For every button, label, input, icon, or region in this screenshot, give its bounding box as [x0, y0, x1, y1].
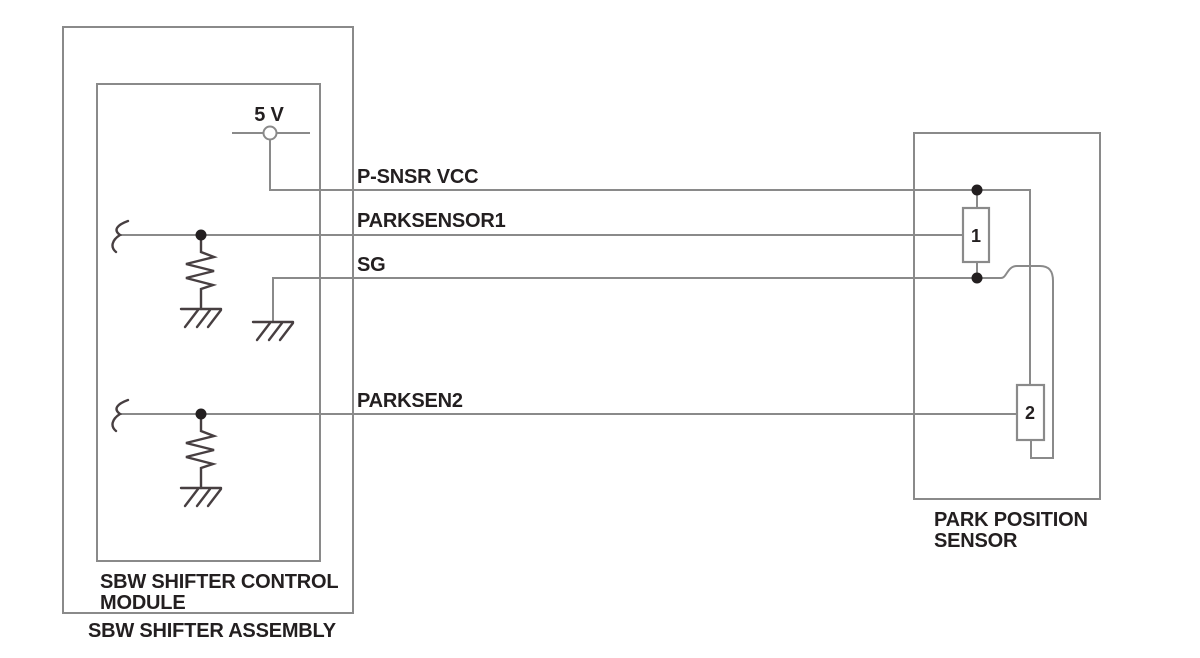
sensor-label-line1: PARK POSITION [934, 509, 1088, 531]
ground-icon [251, 320, 295, 342]
park-position-sensor-internals: 1 2 [961, 184, 1054, 459]
ground-icon [179, 486, 223, 508]
control-module-label-line1: SBW SHIFTER CONTROL [100, 571, 338, 593]
control-module-label-line2: MODULE [100, 592, 185, 614]
wire-break-icon [111, 219, 130, 254]
junction-dot [971, 272, 983, 284]
ground-icon [179, 307, 223, 329]
signal-label-parksen2: PARKSEN2 [357, 390, 463, 412]
supply-5v-icon: 5 V [232, 104, 310, 141]
pull-resistor-1 [179, 229, 223, 329]
sensor-element-1-label: 1 [971, 226, 981, 246]
supply-voltage-label: 5 V [254, 104, 284, 126]
sensor-element-1-box [961, 206, 991, 264]
pull-resistor-2 [179, 408, 223, 508]
signal-label-p-snsr-vcc: P-SNSR VCC [357, 166, 478, 188]
park-position-sensor-box [913, 132, 1101, 500]
sbw-shifter-control-module-box [96, 83, 321, 562]
wire-break-icon [111, 398, 130, 433]
signal-label-sg: SG [357, 254, 386, 276]
junction-dot [195, 229, 207, 241]
sensor-element-2-label: 2 [1025, 403, 1035, 423]
sg-return-hop-wire [977, 265, 1054, 459]
sensor-element-2-box [1015, 383, 1046, 442]
resistor-icon [185, 417, 218, 490]
signal-label-parksensor1: PARKSENSOR1 [357, 210, 506, 232]
resistor-icon [185, 238, 218, 311]
wire-p-snsr-vcc [269, 139, 1031, 385]
sbw-shifter-assembly-box [62, 26, 354, 614]
junction-dot [195, 408, 207, 420]
wire-sg [272, 277, 977, 321]
supply-terminal-circle [262, 125, 278, 141]
sensor-label-line2: SENSOR [934, 530, 1018, 552]
junction-dot [971, 184, 983, 196]
assembly-label: SBW SHIFTER ASSEMBLY [88, 620, 337, 642]
